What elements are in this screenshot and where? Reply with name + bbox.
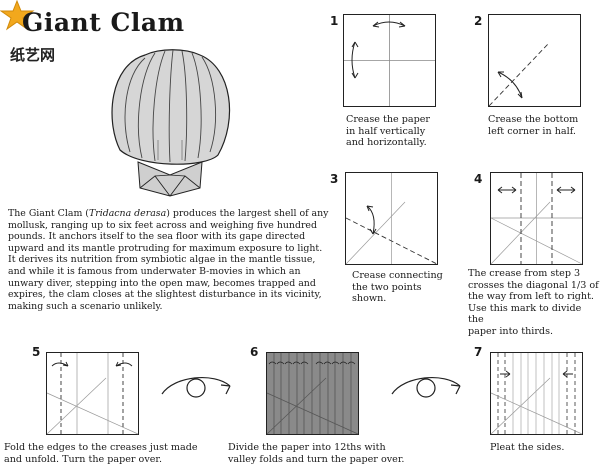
finished-clam-illustration — [111, 49, 231, 197]
step-1-number: 1 — [330, 14, 339, 28]
step-1-diagram — [343, 14, 436, 107]
step-6-diagram — [266, 352, 359, 435]
species-name: Tridacna derasa — [88, 208, 167, 219]
step-4-number: 4 — [474, 172, 483, 186]
step-2-diagram — [488, 14, 581, 107]
step-4-diagram — [490, 172, 583, 265]
watermark-text: 纸艺网 — [10, 46, 56, 64]
turn-over-arrow-icon — [161, 376, 231, 398]
watermark-logo-icon — [0, 0, 35, 31]
step-3-number: 3 — [330, 172, 339, 186]
page-title: Giant Clam — [22, 8, 185, 37]
intro-paragraph: The Giant Clam (Tridacna derasa) produce… — [8, 208, 329, 312]
turn-over-arrow-icon — [391, 376, 461, 398]
step-7-caption: Pleat the sides. — [490, 442, 565, 453]
step-3-diagram — [345, 172, 438, 265]
step-2-number: 2 — [474, 14, 483, 28]
step-7-number: 7 — [474, 345, 483, 359]
step-5-number: 5 — [32, 345, 41, 359]
step-7-diagram — [490, 352, 583, 435]
step-6-number: 6 — [250, 345, 259, 359]
step-5-diagram — [46, 352, 139, 435]
